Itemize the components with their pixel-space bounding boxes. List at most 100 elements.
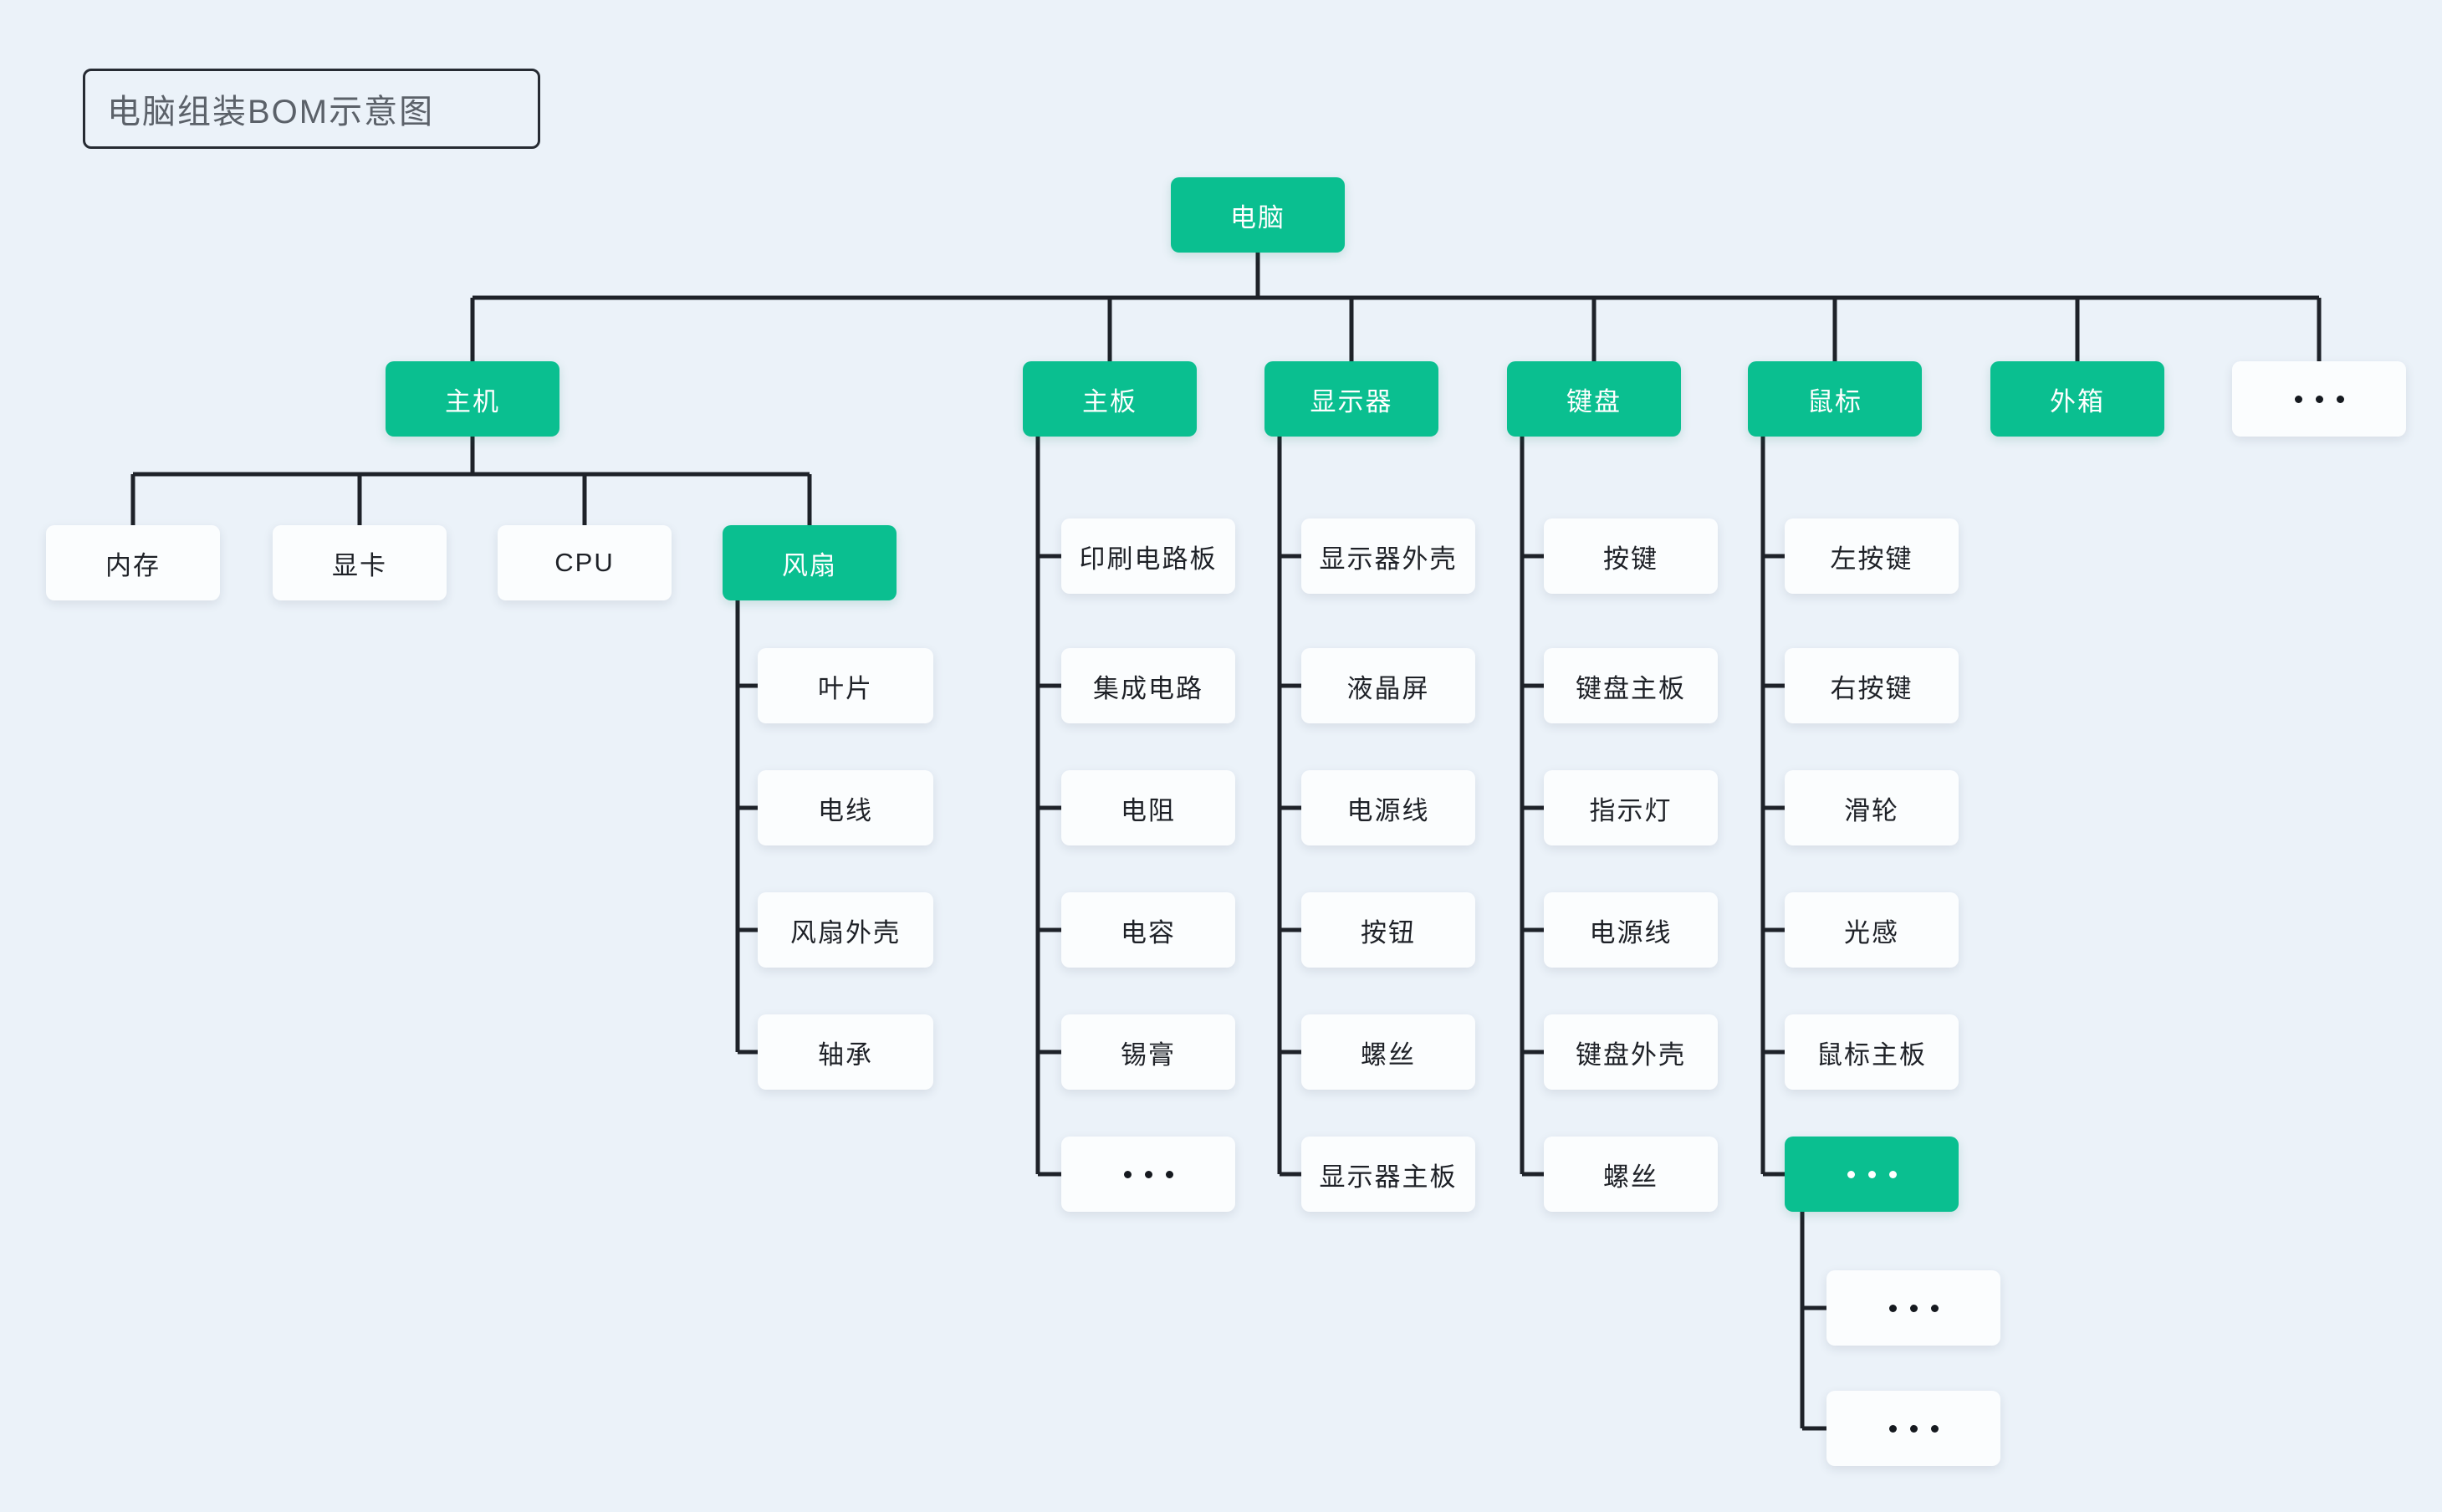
node-label: 按钮 [1361,917,1416,948]
node-label: 主机 [445,386,500,416]
node-memory[interactable]: 内存 [46,525,220,600]
node-label: 键盘主板 [1576,673,1686,703]
node-pcb[interactable]: 印刷电路板 [1061,518,1235,594]
node-right-button[interactable]: 右按键 [1785,648,1959,723]
node-lcd-screen[interactable]: 液晶屏 [1301,648,1475,723]
node-fan-blade[interactable]: 叶片 [758,648,933,723]
node-mouse-more-sub-1[interactable] [1826,1270,2000,1346]
node-monitor-board[interactable]: 显示器主板 [1301,1137,1475,1212]
ellipsis-dots [1847,1170,1897,1178]
node-fan-wire[interactable]: 电线 [758,770,933,845]
dot [1144,1170,1152,1178]
node-label: 外箱 [2050,386,2105,416]
node-computer-more[interactable] [2232,361,2406,437]
node-label: 锡膏 [1121,1040,1176,1070]
node-label: 轴承 [818,1040,873,1070]
dot [2294,395,2302,403]
node-keyboard-screw[interactable]: 螺丝 [1544,1137,1718,1212]
node-keyboard[interactable]: 键盘 [1507,361,1681,437]
node-label: 滑轮 [1844,795,1899,825]
node-mouse-more[interactable] [1785,1137,1959,1212]
node-label: 电源线 [1589,917,1673,948]
diagram-title-box: 电脑组装BOM示意图 [83,69,540,149]
dot [1888,1424,1897,1433]
node-label: 指示灯 [1589,795,1673,825]
dot [1847,1170,1855,1178]
node-label: CPU [554,548,615,577]
node-label: 键盘外壳 [1576,1040,1686,1070]
node-label: 液晶屏 [1346,673,1430,703]
dot [1867,1170,1876,1178]
node-gpu[interactable]: 显卡 [273,525,447,600]
node-label: 电源线 [1346,795,1430,825]
node-label: 螺丝 [1603,1162,1658,1192]
node-label: 右按键 [1830,673,1913,703]
dot [1909,1424,1918,1433]
node-label: 集成电路 [1093,673,1203,703]
ellipsis-dots [1888,1424,1939,1433]
node-label: 电容 [1121,917,1176,948]
node-light-sensor[interactable]: 光感 [1785,892,1959,968]
node-fan[interactable]: 风扇 [723,525,897,600]
dot [1123,1170,1132,1178]
node-label: 内存 [105,550,161,580]
node-indicator-light[interactable]: 指示灯 [1544,770,1718,845]
dot [1888,1304,1897,1312]
node-solder-paste[interactable]: 锡膏 [1061,1014,1235,1090]
node-label: 风扇外壳 [790,917,901,948]
node-monitor-button[interactable]: 按钮 [1301,892,1475,968]
node-monitor-power-cable[interactable]: 电源线 [1301,770,1475,845]
node-mouse[interactable]: 鼠标 [1748,361,1922,437]
node-monitor[interactable]: 显示器 [1264,361,1438,437]
node-mainboard[interactable]: 主板 [1023,361,1197,437]
node-outer-box[interactable]: 外箱 [1990,361,2164,437]
node-host[interactable]: 主机 [386,361,559,437]
node-label: 印刷电路板 [1079,544,1218,574]
node-keyboard-power-cable[interactable]: 电源线 [1544,892,1718,968]
node-fan-case[interactable]: 风扇外壳 [758,892,933,968]
node-label: 螺丝 [1361,1040,1416,1070]
dot [1930,1304,1939,1312]
node-left-button[interactable]: 左按键 [1785,518,1959,594]
node-label: 左按键 [1830,544,1913,574]
dot [1888,1170,1897,1178]
node-fan-bearing[interactable]: 轴承 [758,1014,933,1090]
node-label: 主板 [1082,386,1137,416]
node-monitor-case[interactable]: 显示器外壳 [1301,518,1475,594]
node-keyboard-board[interactable]: 键盘主板 [1544,648,1718,723]
node-scroll-wheel[interactable]: 滑轮 [1785,770,1959,845]
dot [1909,1304,1918,1312]
node-monitor-screw[interactable]: 螺丝 [1301,1014,1475,1090]
node-ic[interactable]: 集成电路 [1061,648,1235,723]
node-mouse-board[interactable]: 鼠标主板 [1785,1014,1959,1090]
node-computer[interactable]: 电脑 [1171,177,1345,253]
node-label: 鼠标主板 [1816,1040,1927,1070]
node-label: 电阻 [1121,795,1176,825]
node-mouse-more-sub-2[interactable] [1826,1391,2000,1466]
node-keycap[interactable]: 按键 [1544,518,1718,594]
dot [1165,1170,1173,1178]
node-label: 电线 [818,795,873,825]
dot [2315,395,2323,403]
node-cpu[interactable]: CPU [498,525,672,600]
dot [1930,1424,1939,1433]
ellipsis-dots [1123,1170,1173,1178]
node-label: 显卡 [332,550,387,580]
ellipsis-dots [1888,1304,1939,1312]
node-label: 风扇 [782,550,837,580]
node-resistor[interactable]: 电阻 [1061,770,1235,845]
node-capacitor[interactable]: 电容 [1061,892,1235,968]
ellipsis-dots [2294,395,2344,403]
node-label: 键盘 [1566,386,1622,416]
dot [2336,395,2344,403]
node-label: 按键 [1603,544,1658,574]
node-label: 光感 [1844,917,1899,948]
node-mainboard-more[interactable] [1061,1137,1235,1212]
node-keyboard-case[interactable]: 键盘外壳 [1544,1014,1718,1090]
node-label: 电脑 [1230,202,1285,232]
node-label: 显示器外壳 [1319,544,1458,574]
node-label: 叶片 [818,673,873,703]
node-label: 鼠标 [1807,386,1862,416]
node-label: 显示器主板 [1319,1162,1458,1192]
